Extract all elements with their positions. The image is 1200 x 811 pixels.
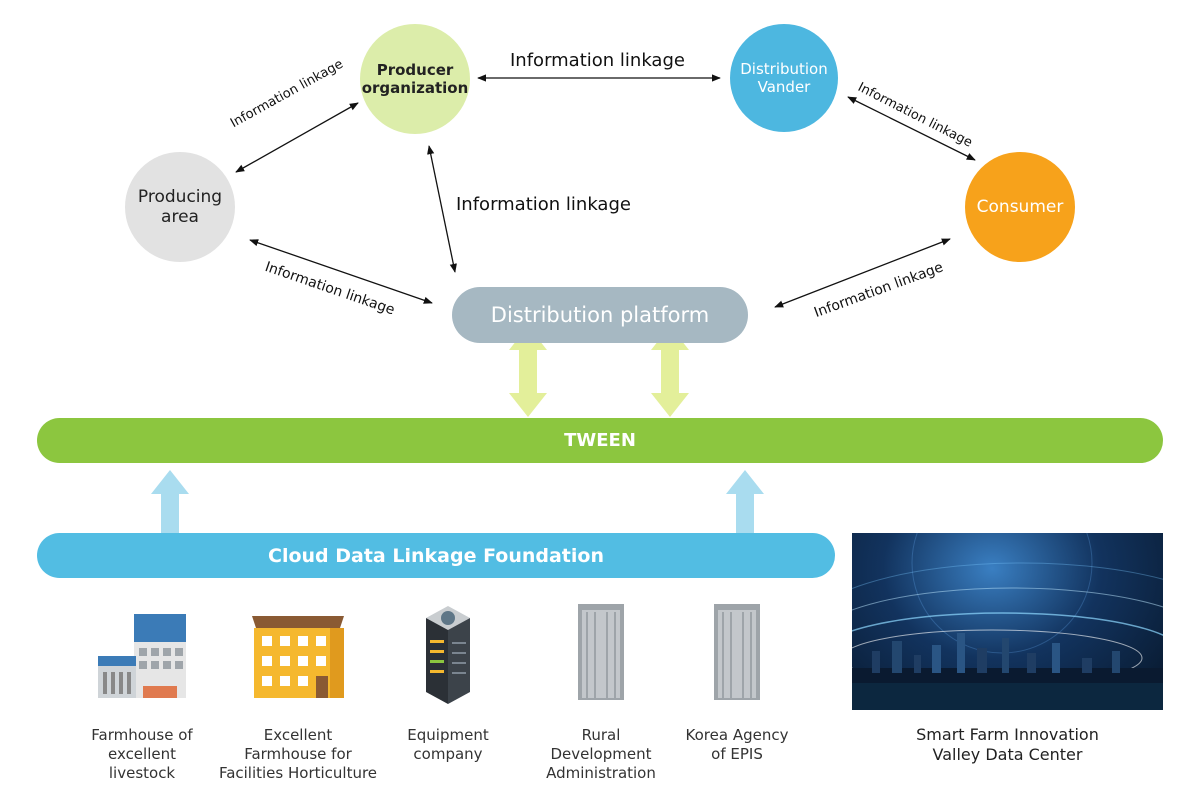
entity-caption-epis: Korea Agency of EPIS bbox=[685, 726, 789, 763]
link-vander-consumer bbox=[847, 96, 976, 161]
producing-area-node: Producing area bbox=[125, 152, 235, 262]
producer-organization-node: Producer organization bbox=[360, 24, 470, 134]
link-consumer-platform bbox=[774, 238, 951, 308]
tween-bar: TWEEN bbox=[37, 418, 1163, 463]
distribution-vander-node: Distribution Vander bbox=[730, 24, 838, 132]
link-label-producer-platform: Information linkage bbox=[456, 194, 631, 215]
distribution-vander-label: Distribution Vander bbox=[740, 60, 828, 96]
link-label-producer-vander: Information linkage bbox=[510, 50, 685, 71]
entity-caption-farmhouse: Farmhouse of excellent livestock bbox=[91, 726, 193, 782]
cloud-data-linkage-label: Cloud Data Linkage Foundation bbox=[268, 544, 604, 567]
consumer-node: Consumer bbox=[965, 152, 1075, 262]
entity-caption-equipment: Equipment company bbox=[407, 726, 489, 763]
link-area-producer bbox=[235, 102, 359, 173]
consumer-label: Consumer bbox=[976, 196, 1064, 217]
distribution-platform: Distribution platform bbox=[452, 287, 748, 343]
entity-caption-rda: Rural Development Administration bbox=[546, 726, 656, 782]
distribution-platform-label: Distribution platform bbox=[490, 303, 710, 327]
link-area-platform bbox=[249, 239, 433, 304]
data-center-photo bbox=[852, 533, 1163, 710]
block-arrow-platform-tween-left bbox=[509, 326, 547, 417]
producer-organization-label: Producer organization bbox=[361, 61, 469, 97]
producing-area-label: Producing area bbox=[137, 186, 223, 227]
data-center-caption: Smart Farm Innovation Valley Data Center bbox=[916, 725, 1099, 764]
tween-label: TWEEN bbox=[564, 430, 636, 451]
link-producer-platform bbox=[427, 145, 457, 273]
cloud-data-linkage-bar: Cloud Data Linkage Foundation bbox=[37, 533, 835, 578]
entity-caption-horticulture: Excellent Farmhouse for Facilities Horti… bbox=[218, 726, 378, 782]
block-arrow-platform-tween-right bbox=[651, 326, 689, 417]
